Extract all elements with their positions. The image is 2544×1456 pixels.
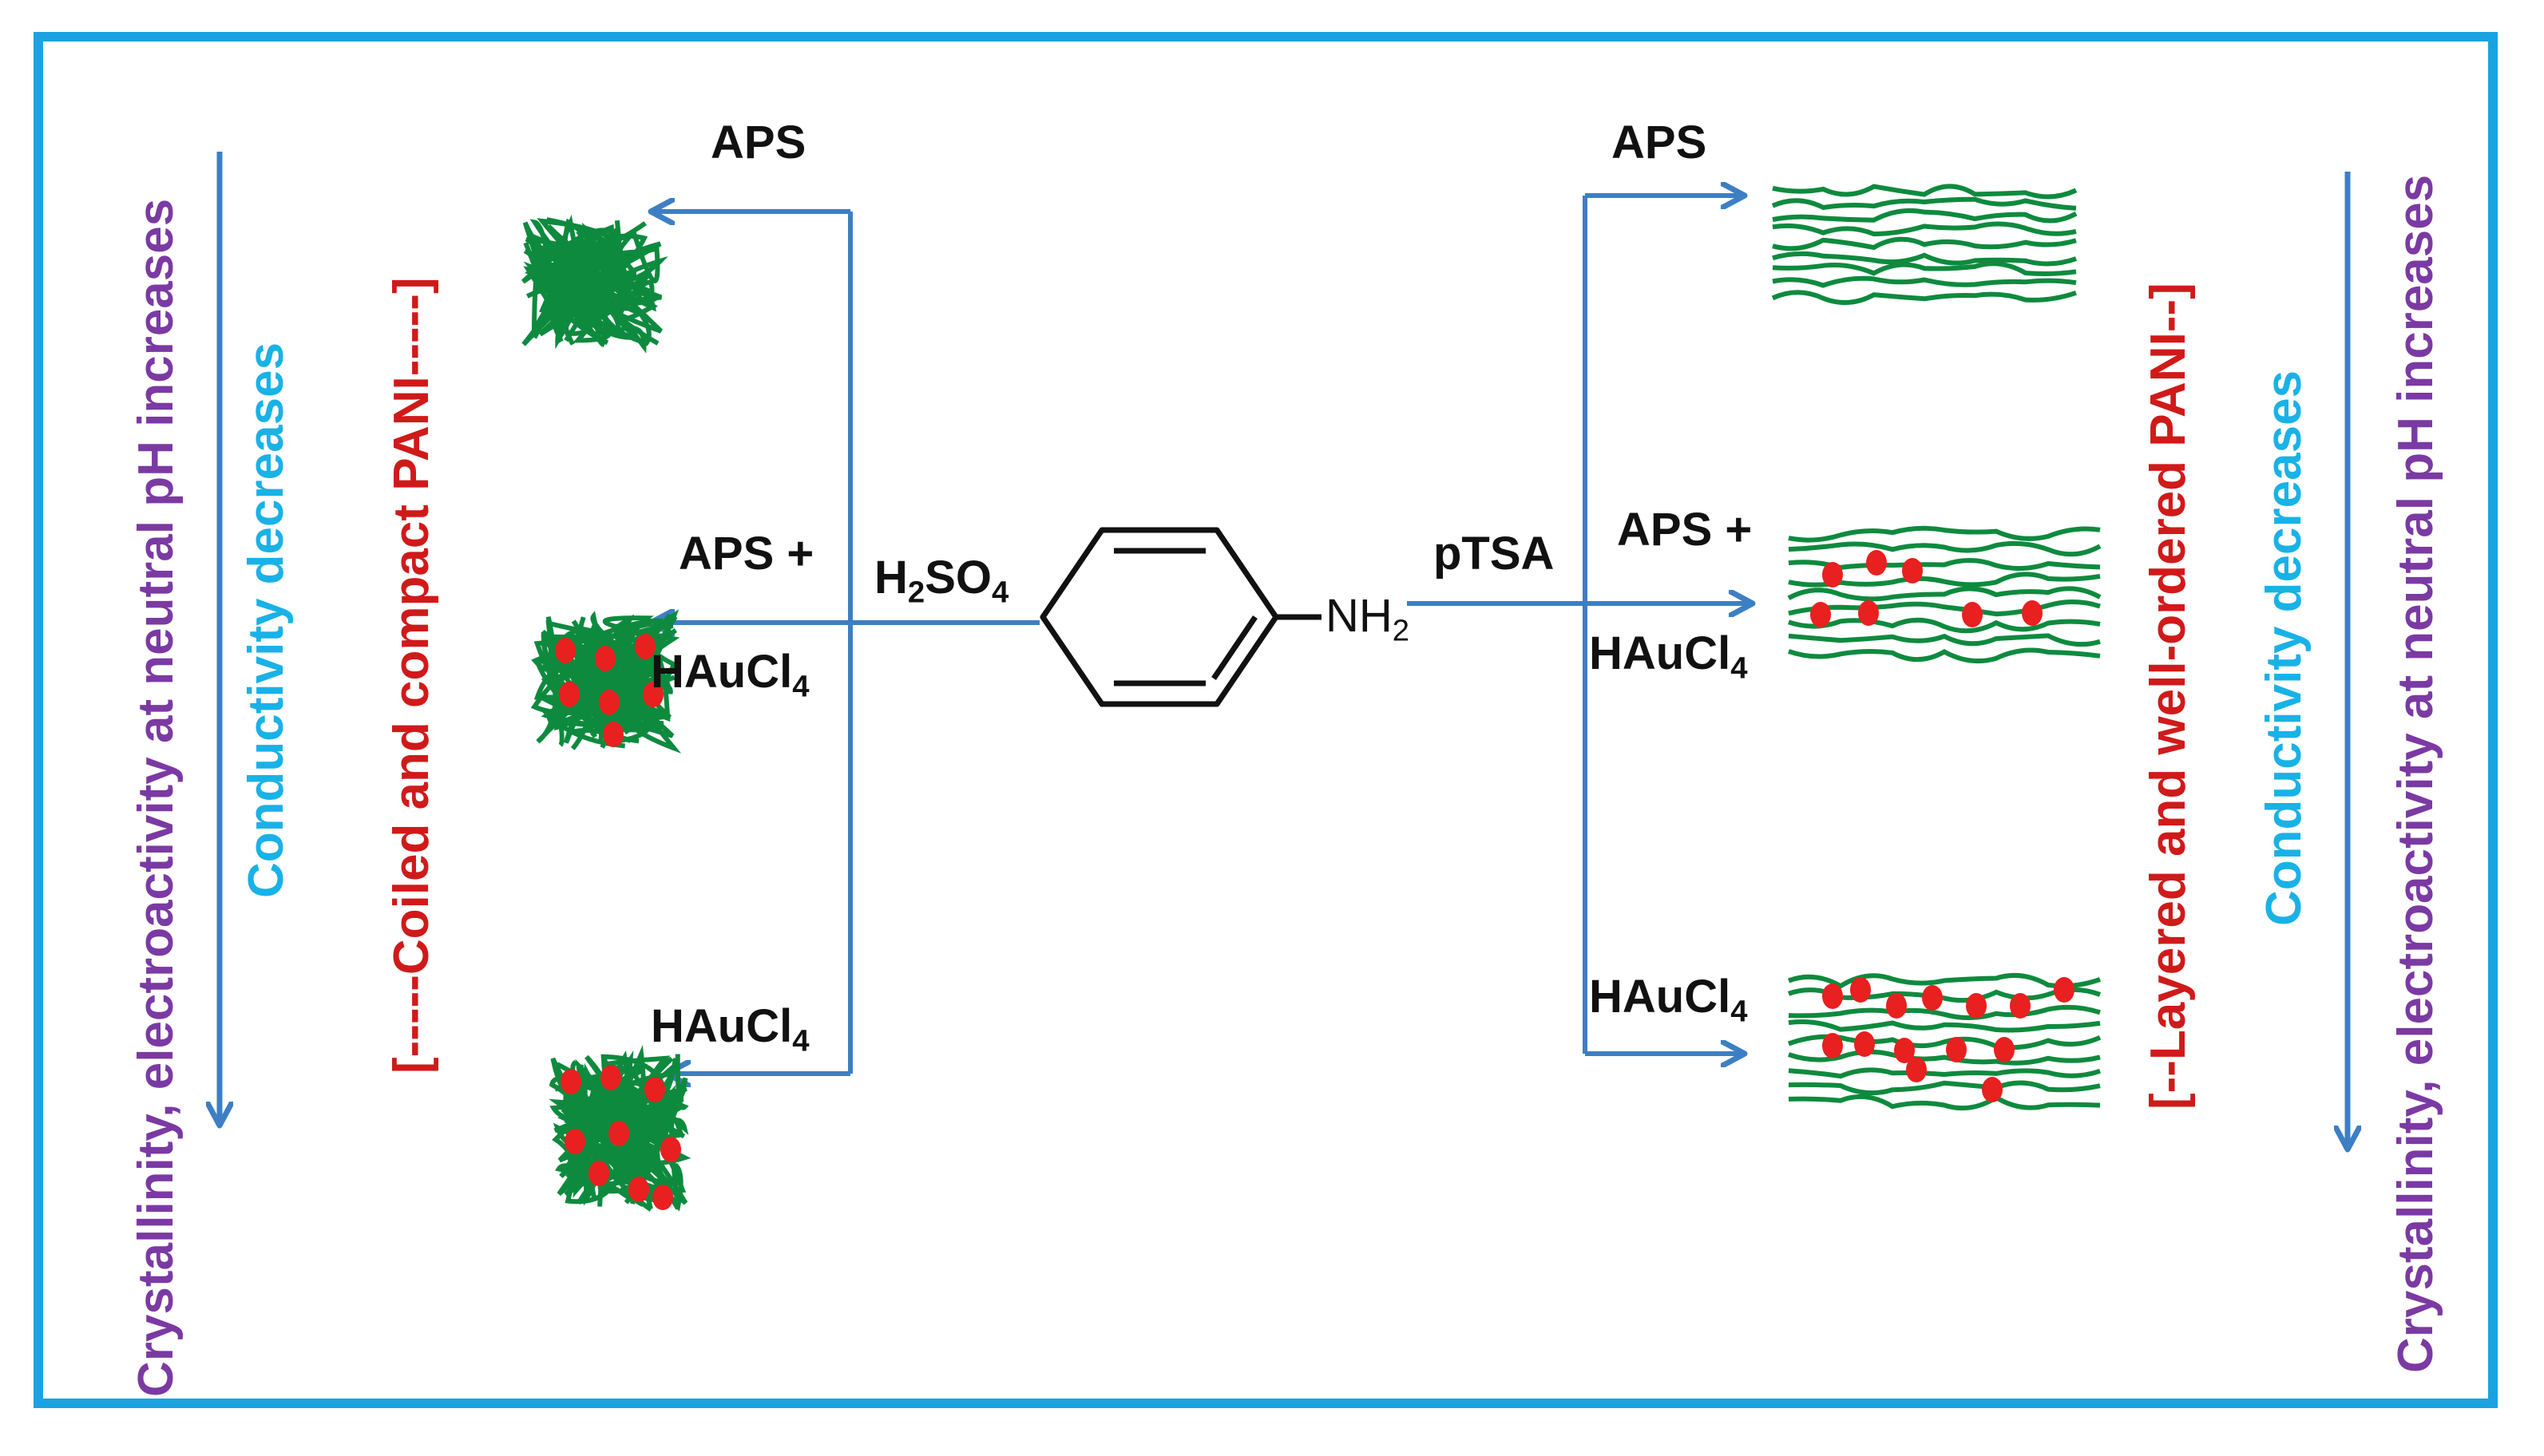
coiled-pani-gold-icon — [549, 1045, 691, 1212]
pani-layer — [1772, 251, 2078, 267]
left-bottom-reagent: HAuCl4 — [651, 1000, 810, 1058]
gold-nanoparticle-icon — [1810, 602, 1831, 627]
left-mid-reagent-line2: HAuCl4 — [651, 646, 810, 704]
pani-layer — [1788, 525, 2101, 543]
pani-layer — [1772, 236, 2077, 251]
gold-nanoparticle-icon — [652, 1185, 673, 1210]
gold-nanoparticle-icon — [595, 646, 616, 671]
pani-layer — [1771, 290, 2077, 306]
gold-nanoparticle-icon — [600, 1065, 621, 1090]
pani-layer — [1788, 1004, 2101, 1020]
pani-layer — [1787, 586, 2102, 602]
pani-chain — [522, 221, 655, 311]
pani-layer — [1788, 647, 2101, 664]
right-bottom-reagent: HAuCl4 — [1589, 971, 1748, 1029]
pani-layer — [1771, 196, 2077, 211]
pani-layer — [1787, 972, 2102, 989]
pani-chain — [553, 623, 671, 731]
gold-nanoparticle-icon — [1906, 1057, 1927, 1082]
right-mid-reagent-line2: HAuCl4 — [1589, 627, 1748, 686]
gold-nanoparticle-icon — [1894, 1038, 1915, 1063]
pani-chain — [534, 229, 660, 323]
gold-nanoparticle-icon — [561, 1069, 581, 1094]
pani-chain — [551, 629, 676, 722]
gold-nanoparticle-icon — [644, 1077, 665, 1102]
gold-nanoparticle-icon — [1866, 550, 1887, 576]
gold-nanoparticle-icon — [1822, 1033, 1843, 1058]
right-trend-text: Crystallinity, electroactivity at neutra… — [2388, 174, 2443, 1373]
left-trend-text: Crystallinity, electroactivity at neutra… — [129, 198, 184, 1397]
pani-layer — [1772, 275, 2077, 288]
pani-layer — [1772, 221, 2077, 237]
coiled-pani-icon — [521, 214, 668, 354]
pani-layer — [1788, 599, 2101, 617]
pani-layer — [1788, 540, 2102, 557]
right-top-reagent: APS — [1611, 117, 1707, 168]
gold-nanoparticle-icon — [1966, 993, 1987, 1019]
gold-nanoparticle-icon — [1850, 977, 1871, 1003]
left-acid-label: H2SO4 — [874, 552, 1009, 610]
left-conductivity-text: Conductivity decreases — [239, 342, 294, 898]
gold-nanoparticle-icon — [1886, 993, 1907, 1019]
benzene-ring-icon — [1040, 527, 1322, 707]
gold-nanoparticle-icon — [1994, 1037, 2015, 1062]
layered-pani-icon — [1771, 184, 2078, 306]
pani-layer — [1788, 1019, 2101, 1033]
gold-nanoparticle-icon — [628, 1177, 649, 1202]
gold-nanoparticle-icon — [2054, 977, 2074, 1003]
gold-nanoparticle-icon — [555, 638, 576, 663]
pani-layer — [1788, 617, 2101, 634]
gold-nanoparticle-icon — [643, 682, 664, 707]
left-branch-arrows — [651, 212, 1038, 1074]
gold-nanoparticle-icon — [1858, 600, 1879, 626]
pani-layer — [1772, 261, 2077, 276]
gold-nanoparticle-icon — [1962, 602, 1983, 627]
pani-layer — [1788, 1094, 2101, 1111]
gold-nanoparticle-icon — [1822, 983, 1843, 1009]
pani-chain — [530, 619, 677, 738]
pani-layer — [1772, 184, 2078, 200]
amine-group-label: NH2 — [1325, 590, 1410, 648]
left-bracket-label: [-----Coiled and compact PANI-----] — [384, 277, 439, 1074]
right-bracket-label: [--Layered and well-ordered PANI--] — [2141, 283, 2196, 1110]
figure-frame — [34, 32, 2498, 1408]
gold-nanoparticle-icon — [1982, 1077, 2003, 1102]
gold-nanoparticle-icon — [608, 1121, 629, 1146]
pani-chain — [557, 1064, 682, 1197]
gold-nanoparticle-icon — [559, 682, 580, 707]
layered-pani-gold-icon — [1787, 972, 2102, 1111]
pani-layer — [1772, 208, 2078, 224]
coiled-pani-gold-icon — [530, 609, 682, 754]
gold-nanoparticle-icon — [603, 722, 624, 747]
gold-nanoparticle-icon — [1854, 1031, 1875, 1057]
right-acid-label: pTSA — [1433, 528, 1555, 580]
gold-nanoparticle-icon — [599, 690, 620, 715]
gold-nanoparticle-icon — [565, 1129, 585, 1154]
pani-layer — [1788, 1049, 2101, 1066]
pani-chain — [533, 224, 663, 354]
pani-layer — [1788, 633, 2101, 647]
gold-nanoparticle-icon — [2010, 993, 2031, 1019]
layered-pani-gold-icon — [1787, 525, 2102, 664]
left-mid-reagent-line1: APS + — [679, 528, 814, 580]
gold-nanoparticle-icon — [588, 1161, 609, 1186]
left-top-reagent: APS — [711, 117, 806, 168]
gold-nanoparticle-icon — [1902, 558, 1923, 584]
gold-nanoparticle-icon — [660, 1137, 681, 1162]
gold-nanoparticle-icon — [2022, 600, 2043, 626]
gold-nanoparticle-icon — [1922, 985, 1943, 1011]
gold-nanoparticle-icon — [1946, 1037, 1967, 1062]
pani-layer — [1788, 1067, 2101, 1079]
pani-layer — [1788, 1080, 2101, 1096]
right-mid-reagent-line1: APS + — [1617, 504, 1753, 556]
right-branch-arrows — [1407, 196, 1753, 1054]
right-conductivity-text: Conductivity decreases — [2257, 370, 2312, 926]
gold-nanoparticle-icon — [635, 634, 656, 659]
gold-nanoparticle-icon — [1822, 562, 1843, 588]
